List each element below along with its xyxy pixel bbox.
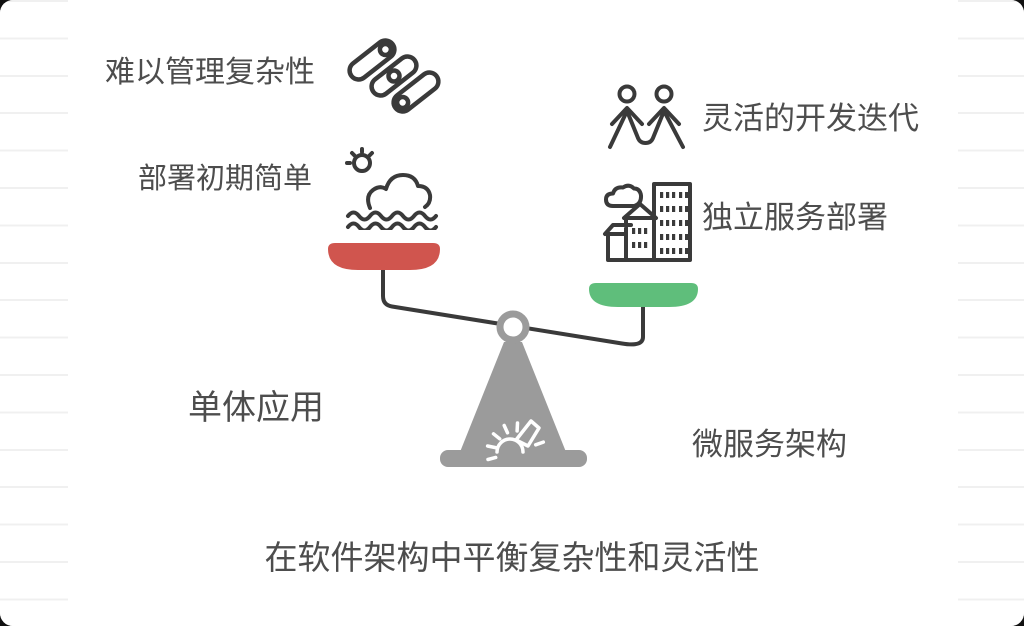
pipes-icon — [342, 32, 446, 116]
ruled-lines-right — [958, 0, 1024, 626]
sun-mist-icon — [342, 146, 442, 230]
feature-label-complexity: 难以管理复杂性 — [105, 55, 315, 90]
feature-label-simple-deploy: 部署初期简单 — [138, 161, 313, 195]
diagram-caption: 在软件架构中平衡复杂性和灵活性 — [264, 538, 760, 577]
right-side-title: 微服务架构 — [692, 427, 847, 463]
ruled-lines-left — [0, 0, 68, 626]
feature-label-independent-deploy: 独立服务部署 — [702, 200, 888, 236]
left-side-title: 单体应用 — [188, 388, 324, 428]
feature-label-agile-iteration: 灵活的开发迭代 — [702, 101, 919, 137]
team-icon — [600, 84, 695, 152]
city-icon — [602, 180, 698, 262]
